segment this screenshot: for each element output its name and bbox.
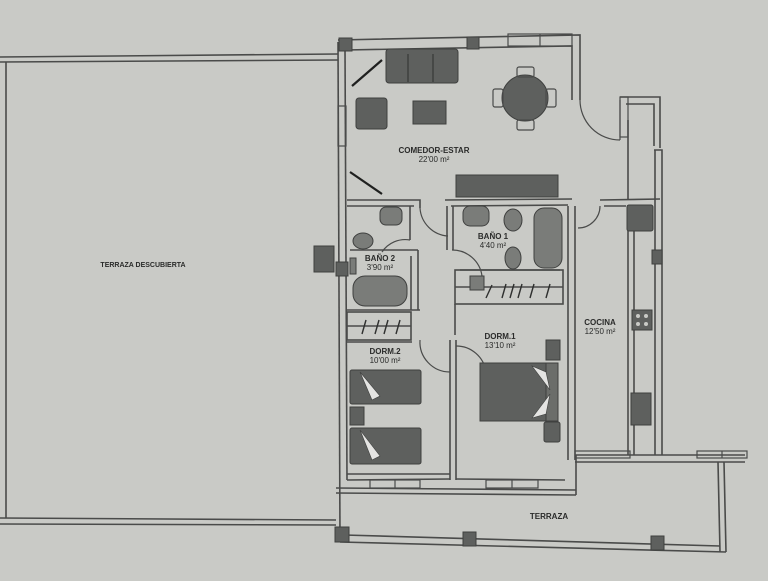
- bidet-bano-1: [504, 246, 522, 270]
- area-name: TERRAZA DESCUBIERTA: [100, 262, 186, 269]
- kitchen-appliances: [626, 204, 654, 426]
- cooktop-burners: [636, 314, 648, 326]
- sink-bano-2: [379, 206, 403, 226]
- interior-walls: [346, 198, 661, 481]
- bano-2-shelf: [349, 257, 357, 275]
- apartment-outer-walls: [335, 34, 745, 553]
- room-label-dorm-2: DORM.2 10'00 m²: [369, 347, 400, 365]
- living-furniture: [355, 48, 559, 198]
- room-name: DORM.2: [369, 347, 401, 356]
- nightstand-dorm2: [349, 406, 365, 426]
- pillars: [313, 36, 665, 551]
- room-label-bano-2: BAÑO 2 3'90 m²: [365, 254, 395, 272]
- toilet-bano-1: [503, 208, 523, 232]
- room-name: DORM.1: [484, 332, 516, 341]
- area-name: TERRAZA: [529, 512, 569, 521]
- entry-door-leaves: [349, 59, 383, 195]
- kitchen-sink: [630, 392, 652, 426]
- beds: [349, 362, 561, 465]
- room-area: 10'00 m²: [369, 356, 401, 365]
- room-name: COMEDOR-ESTAR: [398, 146, 470, 155]
- room-area: 3'90 m²: [366, 263, 394, 272]
- room-name: BAÑO 1: [477, 232, 509, 241]
- fridge: [626, 204, 654, 232]
- terraza-descubierta-outline: [0, 53, 339, 526]
- sofa: [385, 48, 459, 84]
- room-label-bano-1: BAÑO 1 4'40 m²: [478, 232, 508, 250]
- wardrobe-hangers: [361, 283, 551, 335]
- room-label-dorm-1: DORM.1 13'10 m²: [484, 332, 515, 350]
- bathtub-bano-2: [352, 275, 408, 307]
- room-label-comedor-estar: COMEDOR-ESTAR 22'00 m²: [399, 146, 470, 164]
- bathroom-fixtures: [349, 205, 563, 307]
- cooktop: [631, 309, 653, 331]
- bed-dorm2-bottom: [349, 427, 422, 465]
- room-name: BAÑO 2: [364, 254, 396, 263]
- sink-bano-1: [462, 205, 490, 227]
- toilet-bano-2: [352, 232, 374, 250]
- room-label-cocina: COCINA 12'50 m²: [584, 318, 616, 336]
- area-label-terraza-descubierta: TERRAZA DESCUBIERTA: [100, 261, 185, 270]
- room-area: 13'10 m²: [484, 341, 516, 350]
- room-area: 22'00 m²: [418, 155, 450, 164]
- room-name: COCINA: [584, 318, 616, 327]
- nightstand-dorm1-bottom: [543, 421, 561, 443]
- dorm1-nightstand-top: [469, 275, 485, 291]
- area-label-terraza: TERRAZA: [530, 512, 568, 521]
- room-area: 12'50 m²: [584, 327, 616, 336]
- coffee-table: [412, 100, 447, 125]
- dining-chairs: [492, 66, 557, 131]
- dining-table: [501, 74, 549, 122]
- room-area: 4'40 m²: [479, 241, 507, 250]
- bed-dorm2-top: [349, 369, 422, 405]
- bathtub-bano-1: [533, 207, 563, 269]
- sideboard: [455, 174, 559, 198]
- armchair: [355, 97, 388, 130]
